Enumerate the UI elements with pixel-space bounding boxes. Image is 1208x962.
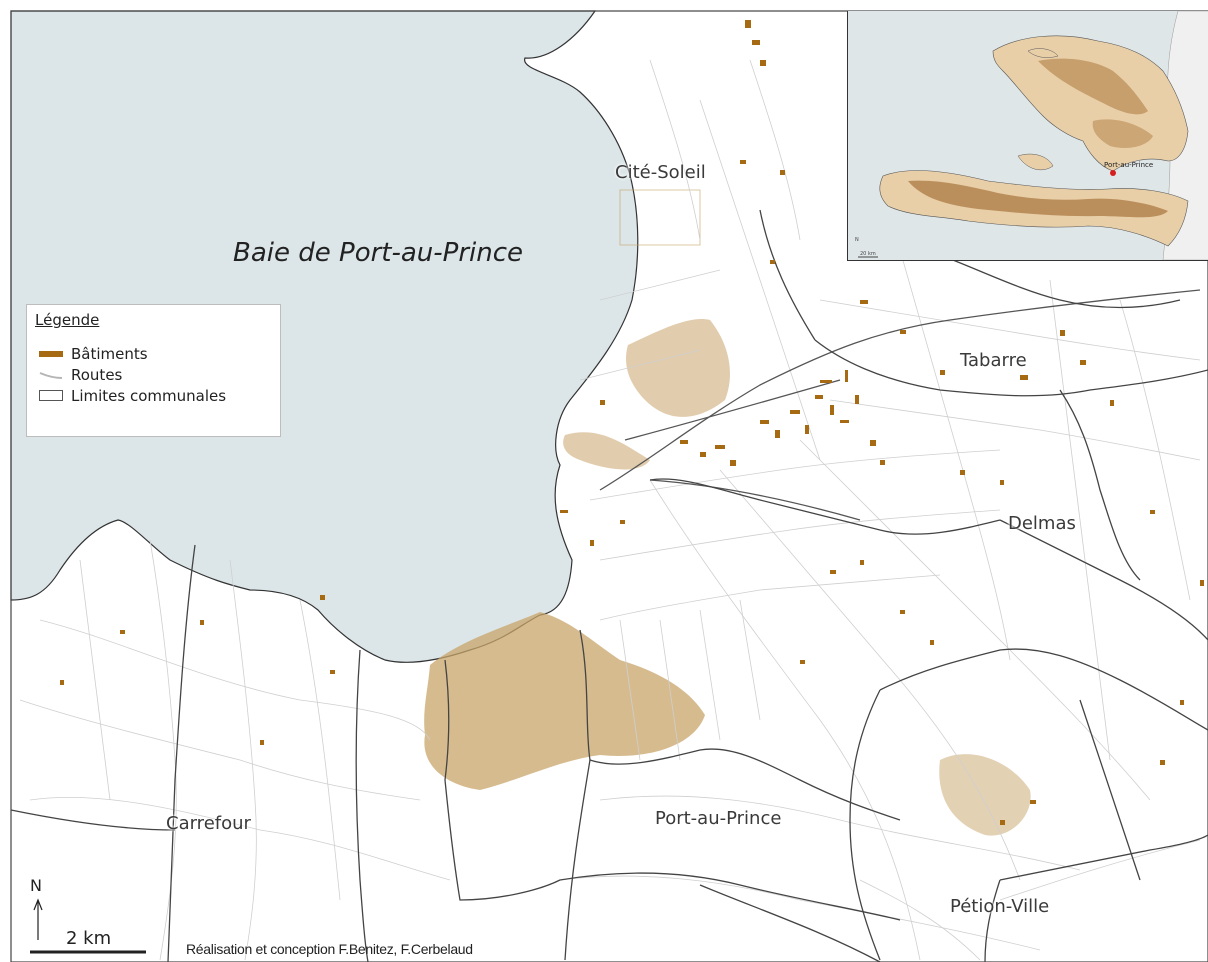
legend-item-label: Bâtiments — [71, 344, 148, 363]
inset-north-label: N — [855, 237, 859, 243]
major-roads — [599, 289, 1201, 521]
legend-title: Légende — [35, 311, 100, 329]
credit-text: Réalisation et conception F.Benitez, F.C… — [186, 941, 473, 957]
dense-zone-downtown — [424, 612, 705, 790]
inset-relief — [858, 11, 1208, 260]
buildings-symbol-icon — [35, 350, 67, 357]
north-arrow-label: N — [30, 876, 42, 895]
label-port-au-prince: Port-au-Prince — [655, 808, 782, 829]
building-cluster — [60, 20, 1204, 825]
legend-item-label: Limites communales — [71, 386, 227, 405]
inset-map: Port-au-Prince N 20 km — [847, 11, 1208, 261]
label-carrefour: Carrefour — [166, 813, 251, 834]
road-network — [19, 59, 1201, 961]
legend-item-boundaries: Limites communales — [35, 385, 272, 406]
label-delmas: Delmas — [1008, 513, 1076, 534]
boundary-symbol-icon — [35, 390, 67, 401]
dense-zone-petion-ville — [939, 754, 1031, 836]
label-cite-soleil: Cité-Soleil — [615, 162, 706, 183]
bay-water — [10, 10, 639, 663]
legend-item-label: Routes — [71, 365, 123, 384]
legend-box: Légende Bâtiments Routes Limites communa… — [26, 304, 281, 437]
inset-marker — [1110, 170, 1116, 176]
dense-zone-cite-soleil — [619, 189, 701, 246]
legend-item-buildings: Bâtiments — [35, 343, 272, 364]
inset-city-label: Port-au-Prince — [1104, 161, 1154, 169]
dense-zone-north-1 — [625, 319, 730, 417]
label-petion-ville: Pétion-Ville — [950, 896, 1050, 917]
scale-bar-label: 2 km — [66, 928, 112, 949]
bay-label: Baie de Port-au-Prince — [233, 238, 524, 268]
map-frame — [10, 10, 1208, 962]
dense-zone-north-2 — [563, 432, 650, 470]
road-symbol-icon — [35, 370, 67, 380]
label-tabarre: Tabarre — [960, 350, 1027, 371]
inset-scale-label: 20 km — [860, 251, 876, 257]
scale-bar — [30, 898, 146, 954]
commune-boundaries — [10, 209, 1208, 962]
legend-item-roads: Routes — [35, 364, 272, 385]
